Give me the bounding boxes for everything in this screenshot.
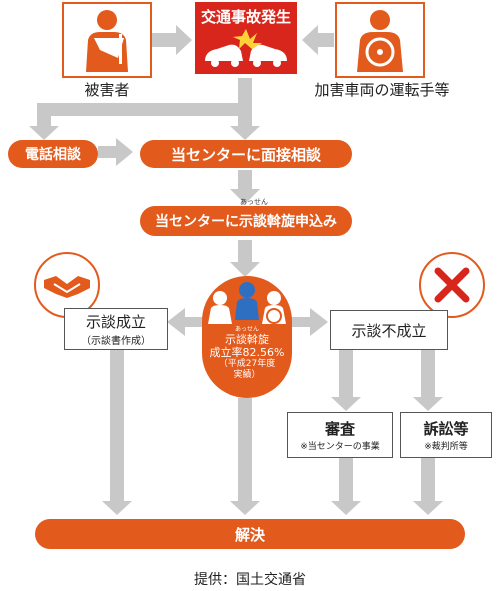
review-sub-label: ※当センターの事業 — [300, 442, 380, 452]
arrow-phone-to-interview — [98, 138, 133, 166]
rate-line3: （平成27年度 — [218, 359, 276, 369]
credit-text: 提供：国土交通省 — [194, 572, 306, 588]
not-settled-label: 示談不成立 — [351, 321, 427, 340]
arrow-to-review — [331, 350, 361, 411]
accident-label: 交通事故発生 — [200, 8, 291, 26]
cross-circle — [419, 252, 485, 318]
resolution-node: 解決 — [35, 519, 465, 549]
rate-line4: 実績） — [233, 370, 261, 380]
mediation-meeting-icon — [208, 282, 286, 324]
lawsuit-node: 訴訟等 ※裁判所等 — [400, 412, 492, 458]
handshake-icon — [44, 276, 90, 298]
arrow-to-settled — [167, 308, 205, 336]
arrow-to-interview — [230, 116, 260, 140]
arrow-to-phone — [29, 103, 59, 140]
cross-icon — [434, 267, 470, 303]
injured-person-icon — [86, 10, 128, 72]
rate-ruby: あっせん — [234, 326, 259, 333]
arrow-victim-to-accident — [150, 25, 192, 55]
driver-figure-box — [335, 2, 425, 78]
settled-node: 示談成立 （示談書作成） — [64, 308, 168, 350]
settled-sub-label: （示談書作成） — [81, 336, 151, 347]
driver-icon — [357, 10, 403, 72]
arrow-review-to-resolution — [331, 458, 361, 515]
arrow-settled-to-resolution — [102, 348, 132, 515]
arrow-to-not-settled — [290, 308, 328, 336]
rate-line1: 示談斡旋 — [225, 333, 269, 346]
driver-label: 加害車両の運転手等 — [314, 81, 450, 99]
connector-horizontal-split — [37, 103, 252, 116]
mediation-ruby: あっせん — [240, 198, 268, 206]
car-crash-icon — [205, 29, 287, 67]
mediation-apply-node: 当センターに示談斡旋申込み — [140, 206, 352, 236]
arrow-to-lawsuit — [413, 350, 443, 411]
arrow-lawsuit-to-resolution — [413, 458, 443, 515]
arrow-mediation-to-circle — [230, 240, 260, 277]
victim-figure-box — [62, 2, 152, 78]
arrow-circle-to-resolution — [230, 398, 260, 515]
arrow-interview-to-mediation — [230, 170, 260, 204]
not-settled-node: 示談不成立 — [330, 310, 448, 350]
mediation-rate-circle: あっせん 示談斡旋 成立率82.56% （平成27年度 実績） — [202, 276, 292, 398]
handshake-circle — [34, 252, 100, 318]
settled-label: 示談成立 — [85, 313, 146, 331]
lawsuit-label: 訴訟等 — [423, 420, 469, 438]
arrow-driver-to-accident — [302, 25, 334, 55]
rate-line2: 成立率82.56% — [209, 346, 285, 359]
accident-box: 交通事故発生 — [195, 2, 297, 74]
victim-label: 被害者 — [84, 81, 130, 99]
interview-node: 当センターに面接相談 — [140, 140, 352, 168]
lawsuit-sub-label: ※裁判所等 — [424, 442, 468, 452]
review-node: 審査 ※当センターの事業 — [287, 412, 393, 458]
phone-consult-node: 電話相談 — [8, 140, 98, 168]
review-label: 審査 — [324, 420, 355, 438]
